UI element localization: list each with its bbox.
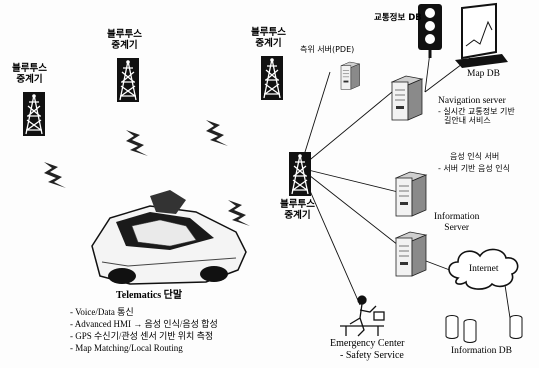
emergency-center-desc: - Safety Service <box>330 350 405 362</box>
information-server-icon <box>396 232 426 276</box>
information-server-title: Server <box>434 223 479 234</box>
information-server-label: Information Server <box>434 212 479 234</box>
repeater-far-left-label: 블루투스 중계기 <box>12 64 47 86</box>
emergency-center-label: Emergency Center - Safety Service <box>330 338 405 361</box>
voice-server-desc: - 서버 기반 음성 인식 <box>438 164 510 173</box>
wireless-signal-icon <box>206 120 228 146</box>
telematics-feature-item: - Map Matching/Local Routing <box>70 342 218 354</box>
repeater-label-line: 중계기 <box>280 211 315 222</box>
telematics-car-icon <box>92 190 246 284</box>
repeater-top-center-label: 블루투스 중계기 <box>251 28 286 50</box>
navigation-server-label: Navigation server - 실시간 교통정보 기반 길안내 서비스 <box>438 96 515 125</box>
repeater-middle-icon <box>289 152 311 196</box>
telematics-title: Telematics 단말 <box>116 290 182 302</box>
wireless-signal-icon <box>44 162 66 188</box>
link-navigation <box>300 92 392 168</box>
repeater-label-line: 중계기 <box>12 75 47 86</box>
repeater-middle-label: 블루투스 중계기 <box>280 200 315 222</box>
information-server-title: Information <box>434 212 479 223</box>
telematics-feature-item: - GPS 수신기/관성 센서 기반 위치 측정 <box>70 330 218 342</box>
traffic-db-label: 교통정보 DB <box>374 14 414 24</box>
telematics-feature-list: - Voice/Data 통신 - Advanced HMI → 음성 인식/음… <box>70 306 218 354</box>
voice-server-icon <box>396 172 426 216</box>
telematics-feature-item: - Voice/Data 통신 <box>70 306 218 318</box>
voice-server-title: 음성 인식 서버 <box>438 152 510 161</box>
repeater-top-left-icon <box>117 58 139 102</box>
repeater-label-line: 중계기 <box>251 39 286 50</box>
repeater-top-left-label: 블루투스 중계기 <box>107 30 142 52</box>
emergency-operator-icon <box>340 296 384 336</box>
navigation-server-title: Navigation server <box>438 96 515 107</box>
repeater-far-left-icon <box>23 92 45 136</box>
navigation-server-icon <box>392 76 422 120</box>
repeater-label-line: 중계기 <box>107 41 142 52</box>
pde-server-icon <box>341 62 360 89</box>
database-icon <box>510 316 522 339</box>
emergency-center-title: Emergency Center <box>330 338 405 350</box>
information-db-label: Information DB <box>451 346 512 357</box>
database-icon <box>446 316 458 339</box>
pde-server-label: 측위 서버(PDE) <box>300 45 354 54</box>
voice-server-label: 음성 인식 서버 - 서버 기반 음성 인식 <box>438 152 510 173</box>
database-icon <box>464 320 476 343</box>
map-db-label: Map DB <box>467 69 500 80</box>
navigation-server-desc: - 실시간 교통정보 기반 <box>438 107 515 116</box>
map-db-monitor-icon <box>455 4 508 68</box>
navigation-server-desc: 길안내 서비스 <box>438 116 515 125</box>
wireless-signal-icon <box>228 200 250 226</box>
link-information-db <box>505 285 510 318</box>
internet-label: Internet <box>469 264 499 275</box>
telematics-feature-item: - Advanced HMI → 음성 인식/음성 합성 <box>70 318 218 330</box>
wireless-signal-icon <box>126 130 148 156</box>
repeater-top-center-icon <box>261 56 283 100</box>
